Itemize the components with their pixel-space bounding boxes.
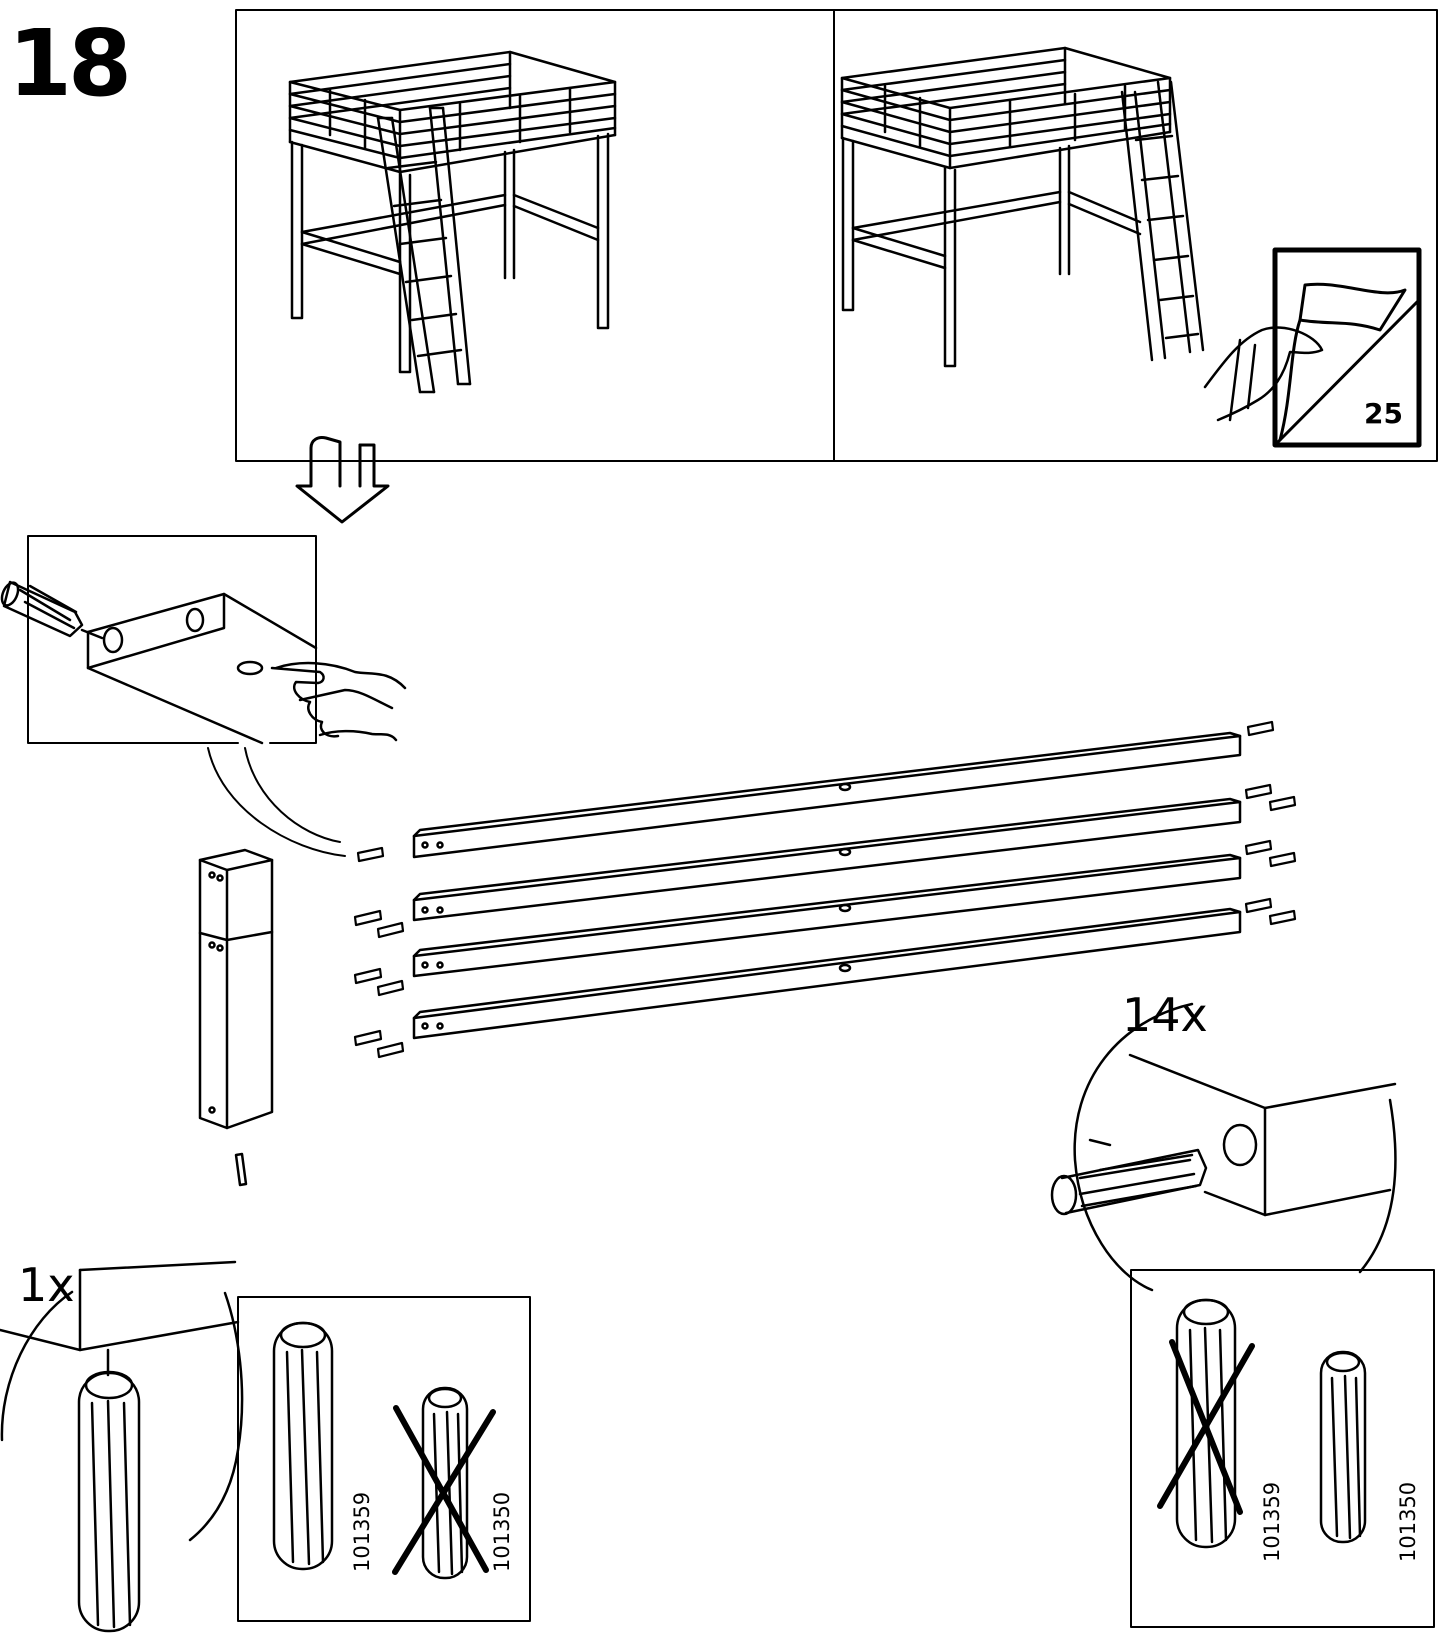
part-number-left-wrong: 101350 (490, 1491, 514, 1572)
detail-box-left (237, 1296, 531, 1622)
detail-circle-right (1050, 1002, 1397, 1292)
step-number: 18 (8, 10, 132, 117)
dowel-large-left (272, 1321, 334, 1571)
dowel-large-right (1175, 1298, 1237, 1549)
turn-page-icon (1203, 247, 1422, 448)
rail-3 (412, 853, 1242, 978)
rail-1 (412, 731, 1242, 859)
part-number-left-ok: 101359 (350, 1491, 374, 1572)
dowel-bottom-left (77, 1370, 141, 1633)
loft-bed-ladder-front (288, 50, 617, 394)
cross-mark-right (1157, 1339, 1255, 1515)
detail-box-right (1130, 1269, 1435, 1628)
post (198, 848, 274, 1187)
part-number-right-wrong: 101359 (1260, 1481, 1284, 1562)
top-panels (235, 9, 1438, 462)
loft-bed-ladder-side (840, 46, 1205, 368)
quantity-dowel-short: 1x (18, 1258, 75, 1312)
rail-2 (412, 797, 1242, 922)
rails (412, 731, 1242, 1040)
leader-curve-2 (244, 747, 341, 843)
turn-page-number: 25 (1364, 397, 1403, 430)
dowels-right (1244, 720, 1297, 926)
rail-4 (412, 907, 1242, 1040)
part-number-right-ok: 101350 (1396, 1481, 1420, 1562)
small-dowels (353, 720, 1297, 1059)
detail-press-dowel (0, 535, 407, 745)
quantity-dowels-long: 14x (1122, 988, 1208, 1042)
cross-mark-left (392, 1405, 496, 1575)
dowels-left (353, 846, 405, 1059)
flip-arrow-icon (295, 436, 390, 524)
dowel-small-right (1319, 1350, 1367, 1544)
leader-curve (207, 747, 346, 857)
dowel-small-left (421, 1386, 469, 1580)
